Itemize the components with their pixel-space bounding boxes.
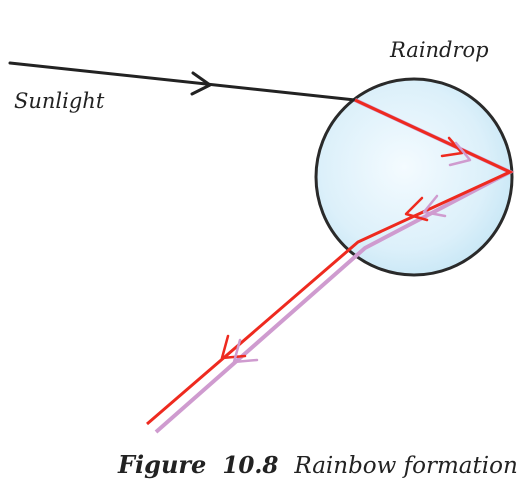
caption-title: Rainbow formation — [293, 453, 517, 479]
sunlight-arrowhead — [190, 71, 212, 96]
sunlight-ray — [8, 61, 357, 102]
red-ray — [146, 98, 514, 426]
red-arrowhead-inside-1 — [440, 136, 464, 158]
caption-figure-number: 10.8 — [222, 452, 278, 479]
caption-figure-word: Figure — [117, 450, 206, 479]
red-arrowhead-outside — [220, 334, 247, 360]
raindrop-circle — [314, 77, 514, 277]
figure-caption: Figure 10.8 Rainbow formation — [117, 450, 518, 479]
violet-arrowhead-inside-2 — [422, 194, 447, 218]
red-arrowhead-inside-2 — [404, 196, 429, 222]
raindrop-label: Raindrop — [389, 38, 489, 62]
violet-arrowhead-inside-1 — [448, 141, 472, 167]
sunlight-label: Sunlight — [14, 89, 105, 113]
violet-arrowhead-outside — [232, 338, 259, 364]
